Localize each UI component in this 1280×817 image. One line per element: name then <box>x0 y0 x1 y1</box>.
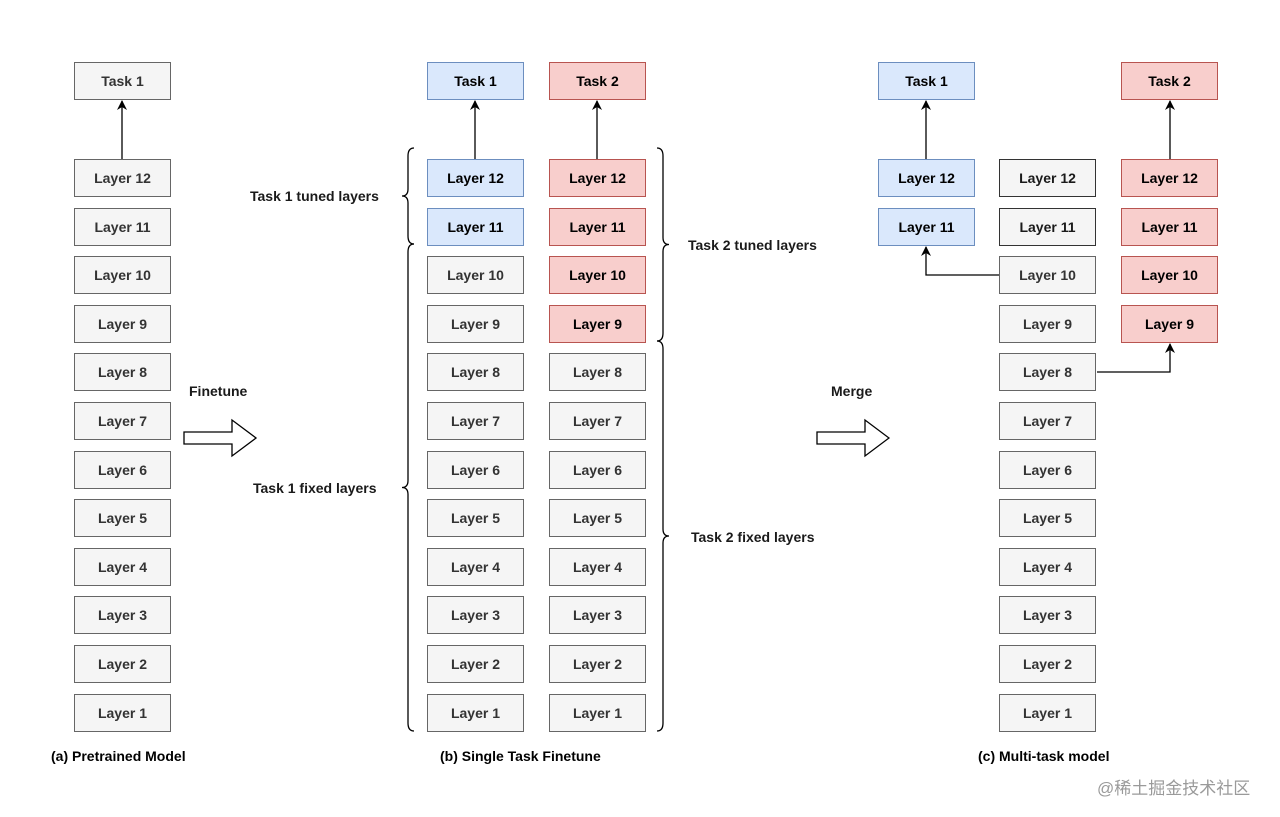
task2-fixed-label: Task 2 fixed layers <box>691 529 815 545</box>
panel-b-task2-layer-box: Layer 3 <box>549 596 646 634</box>
panel-a-layer-box: Layer 9 <box>74 305 171 343</box>
merge-label: Merge <box>831 383 873 399</box>
panel-b-task1-layer-box: Layer 3 <box>427 596 524 634</box>
panel-b-task1-layer-box: Layer 10 <box>427 256 524 294</box>
watermark: @稀土掘金技术社区 <box>1097 779 1251 798</box>
panel-b-task-2-box: Task 2 <box>549 62 646 100</box>
panel-c-shared-layer-box: Layer 4 <box>999 548 1096 586</box>
panel-c-shared-layer-box: Layer 8 <box>999 353 1096 391</box>
arrow-layer8-to-task2-layer9 <box>1097 343 1175 373</box>
panel-c-task1-layer-box: Layer 11 <box>878 208 975 246</box>
task1-tuned-label: Task 1 tuned layers <box>250 188 379 204</box>
panel-b-task2-layer-box: Layer 8 <box>549 353 646 391</box>
panel-a-layer-box: Layer 2 <box>74 645 171 683</box>
panel-a-layer-box: Layer 11 <box>74 208 171 246</box>
panel-b-task2-layer-box: Layer 5 <box>549 499 646 537</box>
task2-tuned-label: Task 2 tuned layers <box>688 237 817 253</box>
panel-c-shared-layer-box: Layer 1 <box>999 694 1096 732</box>
panel-a-layer-box: Layer 5 <box>74 499 171 537</box>
panel-b-task2-layer-box: Layer 1 <box>549 694 646 732</box>
panel-a-layer-box: Layer 7 <box>74 402 171 440</box>
panel-a-layer-box: Layer 3 <box>74 596 171 634</box>
panel-a-layer-box: Layer 12 <box>74 159 171 197</box>
finetune-arrow-icon <box>183 418 258 458</box>
panel-c-shared-layer-box: Layer 11 <box>999 208 1096 246</box>
panel-c-task2-layer-box: Layer 10 <box>1121 256 1218 294</box>
panel-a-layer-box: Layer 6 <box>74 451 171 489</box>
caption-multi-task: (c) Multi-task model <box>978 748 1110 764</box>
panel-a-layer-box: Layer 4 <box>74 548 171 586</box>
panel-c-task-1-box: Task 1 <box>878 62 975 100</box>
panel-a-layer-box: Layer 1 <box>74 694 171 732</box>
panel-b-task1-layer-box: Layer 1 <box>427 694 524 732</box>
panel-c-shared-layer-box: Layer 7 <box>999 402 1096 440</box>
panel-b-task2-layer-box: Layer 6 <box>549 451 646 489</box>
panel-c-task2-layer-box: Layer 9 <box>1121 305 1218 343</box>
panel-c-shared-layer-box: Layer 3 <box>999 596 1096 634</box>
brace-task1-tuned <box>401 147 415 245</box>
panel-c-shared-layer-box: Layer 2 <box>999 645 1096 683</box>
panel-b-task2-layer-box: Layer 11 <box>549 208 646 246</box>
panel-c-task1-layer-box: Layer 12 <box>878 159 975 197</box>
panel-c-task2-layer-box: Layer 11 <box>1121 208 1218 246</box>
panel-a-layer-box: Layer 8 <box>74 353 171 391</box>
panel-b-task1-layer-box: Layer 7 <box>427 402 524 440</box>
caption-single-task: (b) Single Task Finetune <box>440 748 601 764</box>
panel-a-task-1-box: Task 1 <box>74 62 171 100</box>
panel-b-task1-layer-box: Layer 6 <box>427 451 524 489</box>
panel-b-task-1-box: Task 1 <box>427 62 524 100</box>
panel-c-task2-layer-box: Layer 12 <box>1121 159 1218 197</box>
arrow-layer10-to-task1-layer11 <box>921 246 999 276</box>
panel-b-task2-layer-box: Layer 9 <box>549 305 646 343</box>
brace-task1-fixed <box>401 243 415 732</box>
panel-b-task2-layer-box: Layer 2 <box>549 645 646 683</box>
panel-a-layer-box: Layer 10 <box>74 256 171 294</box>
panel-b-task2-layer-box: Layer 4 <box>549 548 646 586</box>
task1-fixed-label: Task 1 fixed layers <box>253 480 377 496</box>
panel-c-shared-layer-box: Layer 6 <box>999 451 1096 489</box>
panel-b-task2-layer-box: Layer 7 <box>549 402 646 440</box>
panel-c-task-2-box: Task 2 <box>1121 62 1218 100</box>
panel-b-task1-layer-box: Layer 4 <box>427 548 524 586</box>
panel-b-task2-layer-box: Layer 10 <box>549 256 646 294</box>
panel-b-task1-layer-box: Layer 11 <box>427 208 524 246</box>
panel-c-shared-layer-box: Layer 10 <box>999 256 1096 294</box>
brace-task2-tuned <box>656 147 670 342</box>
panel-c-shared-layer-box: Layer 9 <box>999 305 1096 343</box>
panel-b-task1-layer-box: Layer 9 <box>427 305 524 343</box>
brace-task2-fixed <box>656 340 670 732</box>
panel-b-task1-layer-box: Layer 2 <box>427 645 524 683</box>
panel-b-task1-layer-box: Layer 5 <box>427 499 524 537</box>
merge-arrow-icon <box>816 418 891 458</box>
panel-c-shared-layer-box: Layer 5 <box>999 499 1096 537</box>
panel-b-task2-layer-box: Layer 12 <box>549 159 646 197</box>
panel-b-task1-layer-box: Layer 8 <box>427 353 524 391</box>
panel-b-task1-layer-box: Layer 12 <box>427 159 524 197</box>
panel-c-shared-layer-box: Layer 12 <box>999 159 1096 197</box>
caption-pretrained: (a) Pretrained Model <box>51 748 186 764</box>
finetune-label: Finetune <box>189 383 248 399</box>
